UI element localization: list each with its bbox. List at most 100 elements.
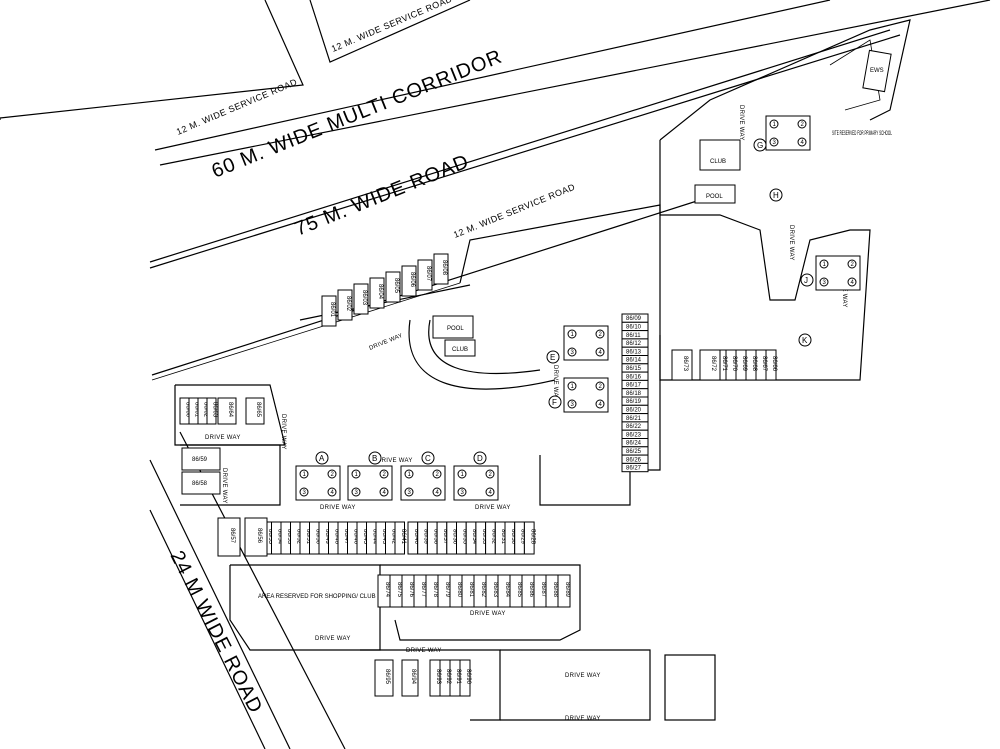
plot-label: 86/90	[465, 669, 471, 685]
unit-number: 3	[773, 140, 777, 146]
plot-86-22: 86/22	[621, 421, 649, 431]
plot-label: 86/91	[455, 669, 461, 685]
plot-label: 86/70	[731, 356, 737, 372]
plot-label: 86/06	[409, 272, 415, 288]
plot-label: 86/59	[192, 457, 208, 463]
plot-label: 86/52	[295, 529, 301, 545]
tower-d: D	[473, 451, 487, 465]
drive-way-label: DRIVE WAY	[738, 105, 744, 141]
plot-86-65: 86/65	[245, 397, 265, 425]
plot-86-58: 86/58	[181, 471, 221, 495]
drive-way-label: DRIVE WAY	[565, 673, 601, 679]
plot-label: 86/74	[384, 582, 390, 598]
plot-label: 86/57	[229, 528, 235, 544]
plot-86-79: 86/79	[437, 574, 451, 608]
plot-label: 86/32	[490, 529, 496, 545]
unit-number: 1	[823, 262, 827, 268]
plot-label: 86/18	[626, 391, 642, 397]
plot-86-10: 86/10	[621, 321, 649, 332]
plot-label: 86/86	[528, 582, 534, 598]
plot-label: 86/16	[626, 374, 642, 380]
plot-86-28: 86/28	[523, 521, 535, 555]
unit-number: 2	[801, 122, 805, 128]
plot-86-15: 86/15	[621, 363, 649, 373]
drive-way-label: DRIVE WAY	[788, 225, 794, 261]
plot-label: 86/03	[361, 290, 367, 306]
unit-number: 1	[571, 384, 575, 390]
unit-number: 1	[303, 472, 307, 478]
plot-label: 86/76	[408, 582, 414, 598]
plot-86-83: 86/83	[485, 574, 499, 608]
unit-number: 3	[461, 490, 465, 496]
plot-label: 86/43	[381, 529, 387, 545]
plot-86-17: 86/17	[621, 379, 649, 390]
road-label-service-top-left: 12 M. WIDE SERVICE ROAD	[175, 77, 299, 137]
plot-label: 86/02	[345, 296, 351, 312]
plot-label: 86/61	[194, 402, 200, 418]
drive-way-label: DRIVE WAY	[475, 505, 511, 511]
tower-label: J	[804, 276, 808, 285]
plot-label: 86/15	[626, 366, 642, 372]
plot-label: 86/41	[400, 529, 406, 545]
plot-label: 86/36	[452, 529, 458, 545]
unit-number: 1	[571, 332, 575, 338]
plot-86-80: 86/80	[449, 574, 463, 608]
unit-number: 4	[851, 280, 855, 286]
plot-label: 86/80	[456, 582, 462, 598]
unit-number: 4	[599, 402, 603, 408]
plot-86-13: 86/13	[621, 346, 649, 357]
plot-label: 86/81	[468, 582, 474, 598]
plot-label: 86/75	[396, 582, 402, 598]
tower-a: A	[315, 451, 329, 465]
plot-label: 86/11	[626, 333, 641, 339]
tower-label: G	[757, 141, 763, 150]
plot-label: 86/73	[682, 356, 688, 372]
club-top-label: CLUB	[710, 159, 726, 165]
plot-86-57: 86/57	[217, 517, 241, 557]
plot-label: 86/48	[333, 529, 339, 545]
plot-label: 86/50	[314, 529, 320, 545]
plot-label: 86/39	[423, 529, 429, 545]
unit-number: 2	[436, 472, 440, 478]
plot-label: 86/92	[445, 669, 451, 685]
plot-label: 86/82	[480, 582, 486, 598]
plot-label: 86/04	[377, 284, 383, 300]
plot-label: 86/67	[761, 356, 767, 372]
plot-86-03: 86/03	[353, 283, 369, 315]
plot-86-72: 86/72	[699, 349, 721, 381]
road-label-side-road: 24 M WIDE ROAD	[166, 547, 267, 717]
plot-86-16: 86/16	[621, 371, 649, 381]
drive-way-label: DRIVE WAY	[315, 636, 351, 642]
plot-label: 86/47	[343, 529, 349, 545]
tower-label: E	[550, 353, 555, 362]
plot-label: 86/29	[520, 529, 526, 545]
pool-center-label: POOL	[447, 326, 464, 332]
plot-86-59: 86/59	[181, 447, 221, 471]
plot-label: 86/46	[352, 529, 358, 545]
plot-label: 86/94	[410, 669, 416, 685]
tower-e: E	[546, 350, 560, 364]
plot-86-09: 86/09	[621, 313, 649, 323]
drive-way-label: DRIVE WAY	[470, 611, 506, 617]
plot-86-95: 86/95	[374, 659, 394, 697]
plot-86-77: 86/77	[413, 574, 427, 608]
plot-86-64: 86/64	[217, 397, 237, 425]
plot-label: 86/88	[552, 582, 558, 598]
tower-label: H	[773, 191, 779, 200]
ews-label: EWS	[870, 68, 884, 74]
plot-label: 86/23	[626, 432, 642, 438]
plot-label: 86/54	[276, 529, 282, 545]
plot-86-74: 86/74	[377, 574, 391, 608]
plot-label: 86/34	[471, 529, 477, 545]
plot-label: 86/20	[626, 407, 642, 413]
unit-number: 3	[408, 490, 412, 496]
unit-number: 2	[851, 262, 855, 268]
plot-label: 86/42	[390, 529, 396, 545]
school-label: SITE RESERVED FOR PRIMARY SCHOOL	[832, 131, 892, 137]
unit-number: 3	[571, 350, 575, 356]
plot-86-14: 86/14	[621, 355, 649, 365]
drive-way-label: DRIVE WAY	[565, 716, 601, 722]
